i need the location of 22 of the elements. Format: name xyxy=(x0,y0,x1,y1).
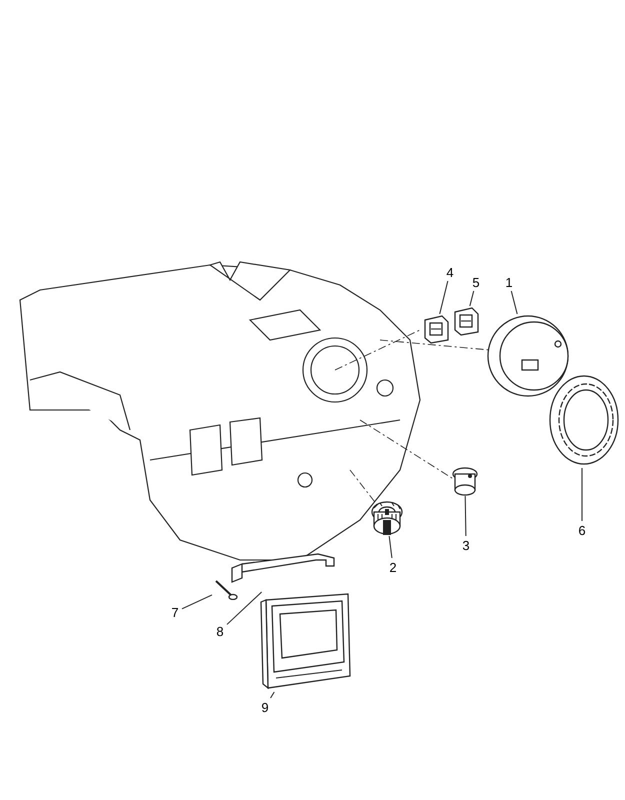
callout-number: 3 xyxy=(459,536,473,554)
leader-line xyxy=(464,496,466,536)
key-drawing xyxy=(370,500,404,536)
outlet-drawing xyxy=(450,466,480,496)
leader-line xyxy=(182,594,212,610)
switch-drawing xyxy=(422,314,450,344)
callout-number: 4 xyxy=(443,263,457,281)
leader-line xyxy=(270,692,275,698)
callout-number: 8 xyxy=(213,622,227,640)
leader-line xyxy=(226,592,262,625)
switch-drawing xyxy=(452,306,480,336)
leader-line xyxy=(510,290,518,314)
leader-line xyxy=(388,536,392,558)
callout-number: 5 xyxy=(469,273,483,291)
leader-line xyxy=(439,280,448,314)
callout-number: 9 xyxy=(258,698,272,716)
leader-line xyxy=(469,290,474,306)
callout-number: 7 xyxy=(168,603,182,621)
callout-number: 1 xyxy=(502,273,516,291)
callout-number: 2 xyxy=(386,558,400,576)
meter-drawing xyxy=(486,314,570,398)
callout-number: 6 xyxy=(575,521,589,539)
